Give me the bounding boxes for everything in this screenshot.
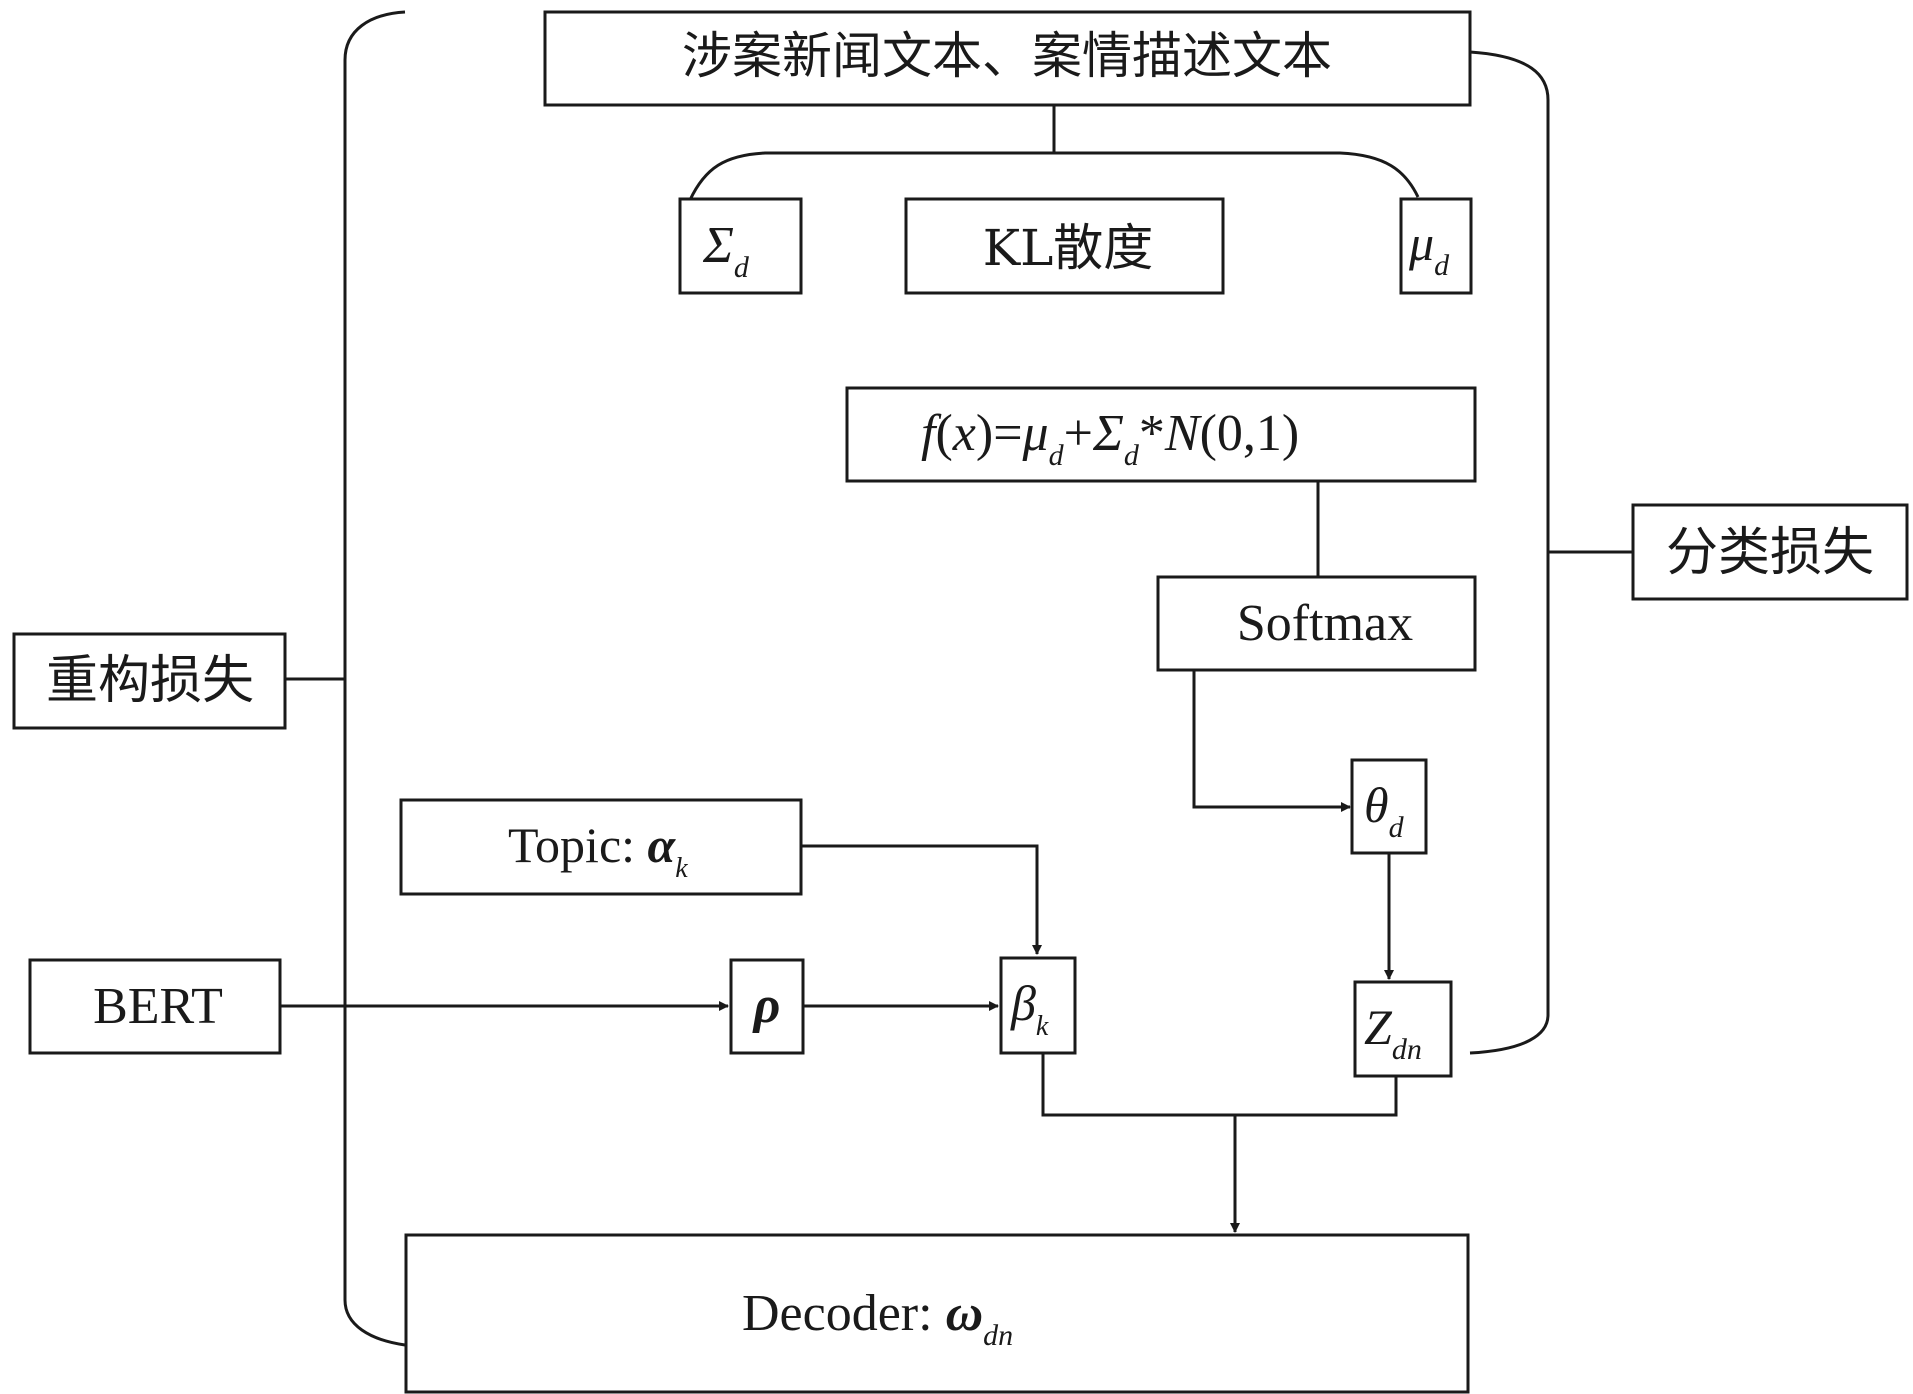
sigma-symbol: Σ (702, 217, 734, 274)
theta-label: θd (1364, 777, 1405, 844)
kl-label: KL散度 (983, 219, 1154, 277)
topic-label: Topic: αk (508, 817, 688, 884)
input-text-label: 涉案新闻文本、案情描述文本 (682, 27, 1332, 85)
decoder-box (404, 1233, 1470, 1394)
decoder-subscript: dn (983, 1319, 1013, 1352)
theta-subscript: d (1389, 811, 1405, 844)
beta-symbol: β (1010, 975, 1036, 1031)
decoder-text: Decoder: (742, 1285, 946, 1342)
reparam-sigma-sub: d (1124, 439, 1140, 472)
decoder-label: Decoder: ωdn (742, 1285, 1013, 1352)
sigma-subscript: d (734, 251, 750, 284)
mu-label: μd (1408, 215, 1450, 282)
softmax-label: Softmax (1237, 595, 1413, 652)
reparam-eq: )= (976, 405, 1023, 462)
z-box (1353, 980, 1453, 1078)
softmax-to-theta-arrow (1192, 670, 1351, 812)
beta-z-merge-line (1041, 1053, 1398, 1117)
recon-loss-box (12, 632, 287, 730)
z-symbol: Z (1364, 999, 1393, 1055)
reparam-plus: + (1064, 405, 1093, 462)
topic-to-beta-arrow (801, 844, 1042, 955)
class-loss-brace (1469, 50, 1550, 1055)
kl-box (904, 197, 1225, 295)
class-loss-label: 分类损失 (1666, 523, 1874, 583)
reparam-mu: μ (1022, 405, 1049, 462)
topic-alpha: α (648, 817, 677, 873)
input-text-box (543, 10, 1472, 107)
beta-box (999, 956, 1077, 1055)
mu-symbol: μ (1408, 215, 1434, 271)
rho-box (729, 958, 805, 1055)
reparam-formula: f(x)=μd+Σd*N(0,1) (921, 405, 1299, 472)
reparam-x: x (952, 405, 976, 462)
beta-label: βk (1010, 975, 1049, 1042)
z-subscript: dn (1392, 1033, 1422, 1066)
beta-subscript: k (1036, 1011, 1049, 1042)
topic-text: Topic: (508, 817, 648, 873)
mu-subscript: d (1434, 249, 1450, 282)
sigma-box (678, 197, 803, 295)
reparam-mu-sub: d (1049, 439, 1065, 472)
reparam-star: * (1139, 405, 1165, 462)
class-loss-box (1631, 503, 1909, 601)
reparam-lparen: ( (935, 405, 952, 462)
input-split-arc (688, 151, 1420, 201)
decoder-omega: ω (946, 1285, 984, 1342)
reparam-N: N (1164, 405, 1203, 462)
z-label: Zdn (1364, 999, 1422, 1066)
rho-label: ρ (752, 977, 781, 1034)
theta-symbol: θ (1364, 777, 1389, 833)
reparam-sigma: Σ (1092, 405, 1124, 462)
softmax-box (1156, 575, 1477, 672)
mu-box (1399, 197, 1473, 295)
bert-label: BERT (93, 978, 223, 1035)
reparam-box (845, 386, 1477, 483)
topic-subscript: k (675, 853, 688, 884)
sigma-label: Σd (702, 217, 750, 284)
reparam-tail: (0,1) (1200, 405, 1300, 462)
recon-loss-brace (343, 10, 406, 1347)
recon-loss-label: 重构损失 (46, 651, 254, 711)
